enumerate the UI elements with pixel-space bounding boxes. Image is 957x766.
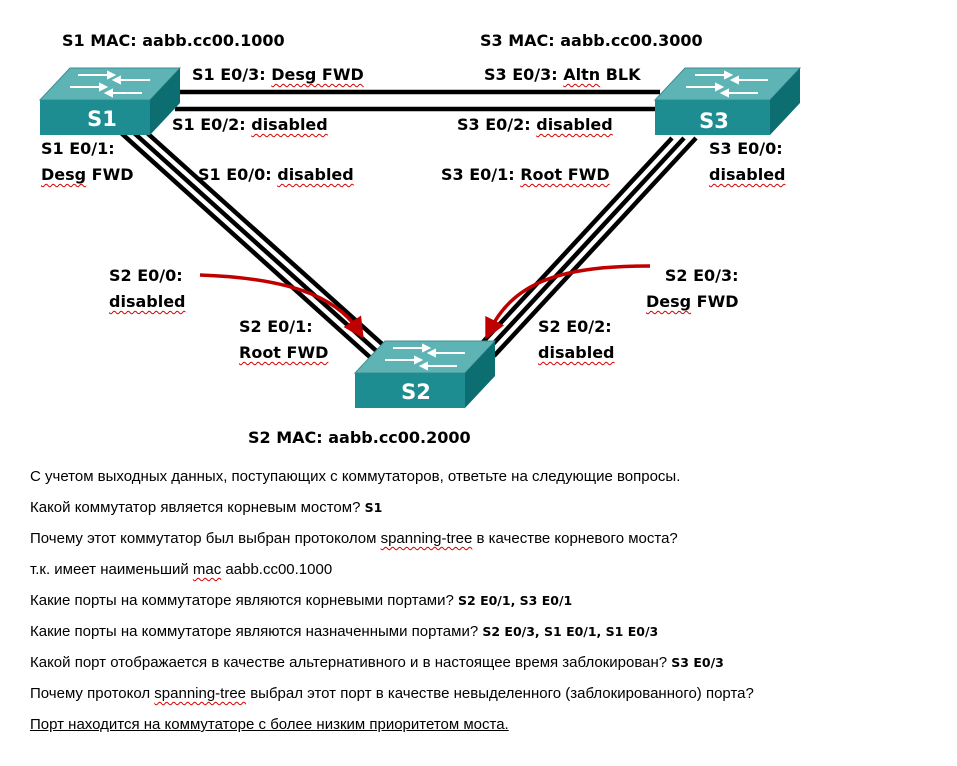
port-name: S1 E0/1: — [41, 139, 115, 158]
network-topology-diagram: S1 S3 S2 S1 MAC: aabb.cc00.1000 S3 MAC: … — [38, 31, 802, 447]
answer-text: S2 E0/1, S3 E0/1 — [458, 593, 573, 608]
s2-e02-label: S2 E0/2: disabled — [538, 314, 615, 366]
switch-s3-label: S3 — [699, 109, 729, 133]
question-why-blocked: Почему протокол spanning-tree выбрал это… — [30, 685, 754, 703]
s1-e00-label: S1 E0/0: disabled — [198, 162, 354, 188]
port-name: S2 E0/3: — [664, 266, 739, 285]
answer-text: S1 — [364, 500, 383, 515]
s3-e02-label: S3 E0/2: disabled — [457, 112, 613, 138]
s2-e03-label: S2 E0/3: Desg FWD — [646, 263, 739, 315]
question-text-rest: выбрал этот порт в качестве невыделенног… — [246, 685, 754, 702]
question-root-ports: Какие порты на коммутаторе являются корн… — [30, 592, 572, 610]
port-state-rest: FWD — [691, 292, 739, 311]
answer-why-root: т.к. имеет наименьший mac aabb.cc00.1000 — [30, 561, 332, 579]
question-text: Какой коммутатор является корневым мосто… — [30, 499, 365, 516]
port-state: disabled — [538, 343, 615, 362]
question-text: Какие порты на коммутаторе являются корн… — [30, 592, 459, 609]
answer-why-blocked: Порт находится на коммутаторе с более ни… — [30, 716, 509, 733]
question-text: Почему протокол — [30, 685, 155, 702]
port-state-word: Altn — [563, 65, 601, 84]
topology-graphic: S1 S3 S2 — [38, 67, 802, 408]
port-name: S2 E0/1: — [239, 317, 313, 336]
question-text-rest: в качестве корневого моста? — [472, 530, 678, 547]
s3-e03-label: S3 E0/3: Altn BLK — [484, 62, 641, 88]
switch-s1-label: S1 — [87, 107, 117, 131]
answer-text: S2 E0/3, S1 E0/1, S1 E0/3 — [482, 624, 659, 639]
question-text: Почему этот коммутатор был выбран проток… — [30, 530, 381, 547]
port-prefix: S1 E0/3: — [192, 65, 272, 84]
link-s1-s3 — [175, 89, 660, 112]
port-state: disabled — [251, 115, 328, 134]
question-why-root: Почему этот коммутатор был выбран проток… — [30, 530, 678, 548]
port-prefix: S1 E0/2: — [172, 115, 252, 134]
port-prefix: S1 E0/0: — [198, 165, 278, 184]
arrow-s2-e00 — [199, 273, 364, 339]
intro-text: С учетом выходных данных, поступающих с … — [30, 468, 681, 485]
s2-e00-label: S2 E0/0: disabled — [109, 263, 186, 315]
port-state-word: Desg — [646, 292, 692, 311]
question-text: Какой порт отображается в качестве альте… — [30, 654, 672, 671]
port-state: Root FWD — [520, 165, 610, 184]
port-prefix: S3 E0/2: — [457, 115, 537, 134]
port-state-rest: BLK — [600, 65, 641, 84]
s3-mac-label: S3 MAC: aabb.cc00.3000 — [480, 31, 703, 50]
switch-s3-icon — [653, 67, 802, 135]
s2-e01-label: S2 E0/1: Root FWD — [239, 314, 328, 366]
answer-text: S3 E0/3 — [671, 655, 724, 670]
question-alternate-port: Какой порт отображается в качестве альте… — [30, 654, 724, 672]
term-mac: mac — [192, 561, 222, 578]
question-root-bridge: Какой коммутатор является корневым мосто… — [30, 499, 382, 517]
port-state: disabled — [536, 115, 613, 134]
s1-mac-label: S1 MAC: aabb.cc00.1000 — [62, 31, 285, 50]
port-name: S3 E0/0: — [709, 139, 783, 158]
arrow-s2-e03 — [485, 264, 651, 340]
s1-e02-label: S1 E0/2: disabled — [172, 112, 328, 138]
answer-text: т.к. имеет наименьший — [30, 561, 193, 578]
port-state: Root FWD — [239, 343, 329, 362]
port-prefix: S3 E0/3: — [484, 65, 564, 84]
port-prefix: S3 E0/1: — [441, 165, 521, 184]
port-state: disabled — [277, 165, 354, 184]
switch-s1-icon — [38, 67, 182, 135]
port-state: disabled — [109, 292, 186, 311]
port-state-word: Desg — [41, 165, 87, 184]
port-state: Desg FWD — [271, 65, 364, 84]
port-name: S2 E0/2: — [538, 317, 612, 336]
term-spanning-tree: spanning-tree — [380, 530, 473, 547]
switch-s2-label: S2 — [401, 380, 431, 404]
question-text: Какие порты на коммутаторе являются назн… — [30, 623, 483, 640]
s3-e01-label: S3 E0/1: Root FWD — [441, 162, 610, 188]
s3-e00-label: S3 E0/0: disabled — [709, 136, 786, 188]
port-state-rest: FWD — [86, 165, 134, 184]
switch-s2-icon — [353, 340, 497, 408]
port-name: S2 E0/0: — [109, 266, 183, 285]
s2-mac-label: S2 MAC: aabb.cc00.2000 — [248, 428, 471, 447]
question-designated-ports: Какие порты на коммутаторе являются назн… — [30, 623, 658, 641]
answer-text-rest: aabb.cc00.1000 — [221, 561, 333, 578]
s1-e01-label: S1 E0/1: Desg FWD — [41, 136, 134, 188]
term-spanning-tree: spanning-tree — [154, 685, 247, 702]
s1-e03-label: S1 E0/3: Desg FWD — [192, 62, 364, 88]
port-state: disabled — [709, 165, 786, 184]
